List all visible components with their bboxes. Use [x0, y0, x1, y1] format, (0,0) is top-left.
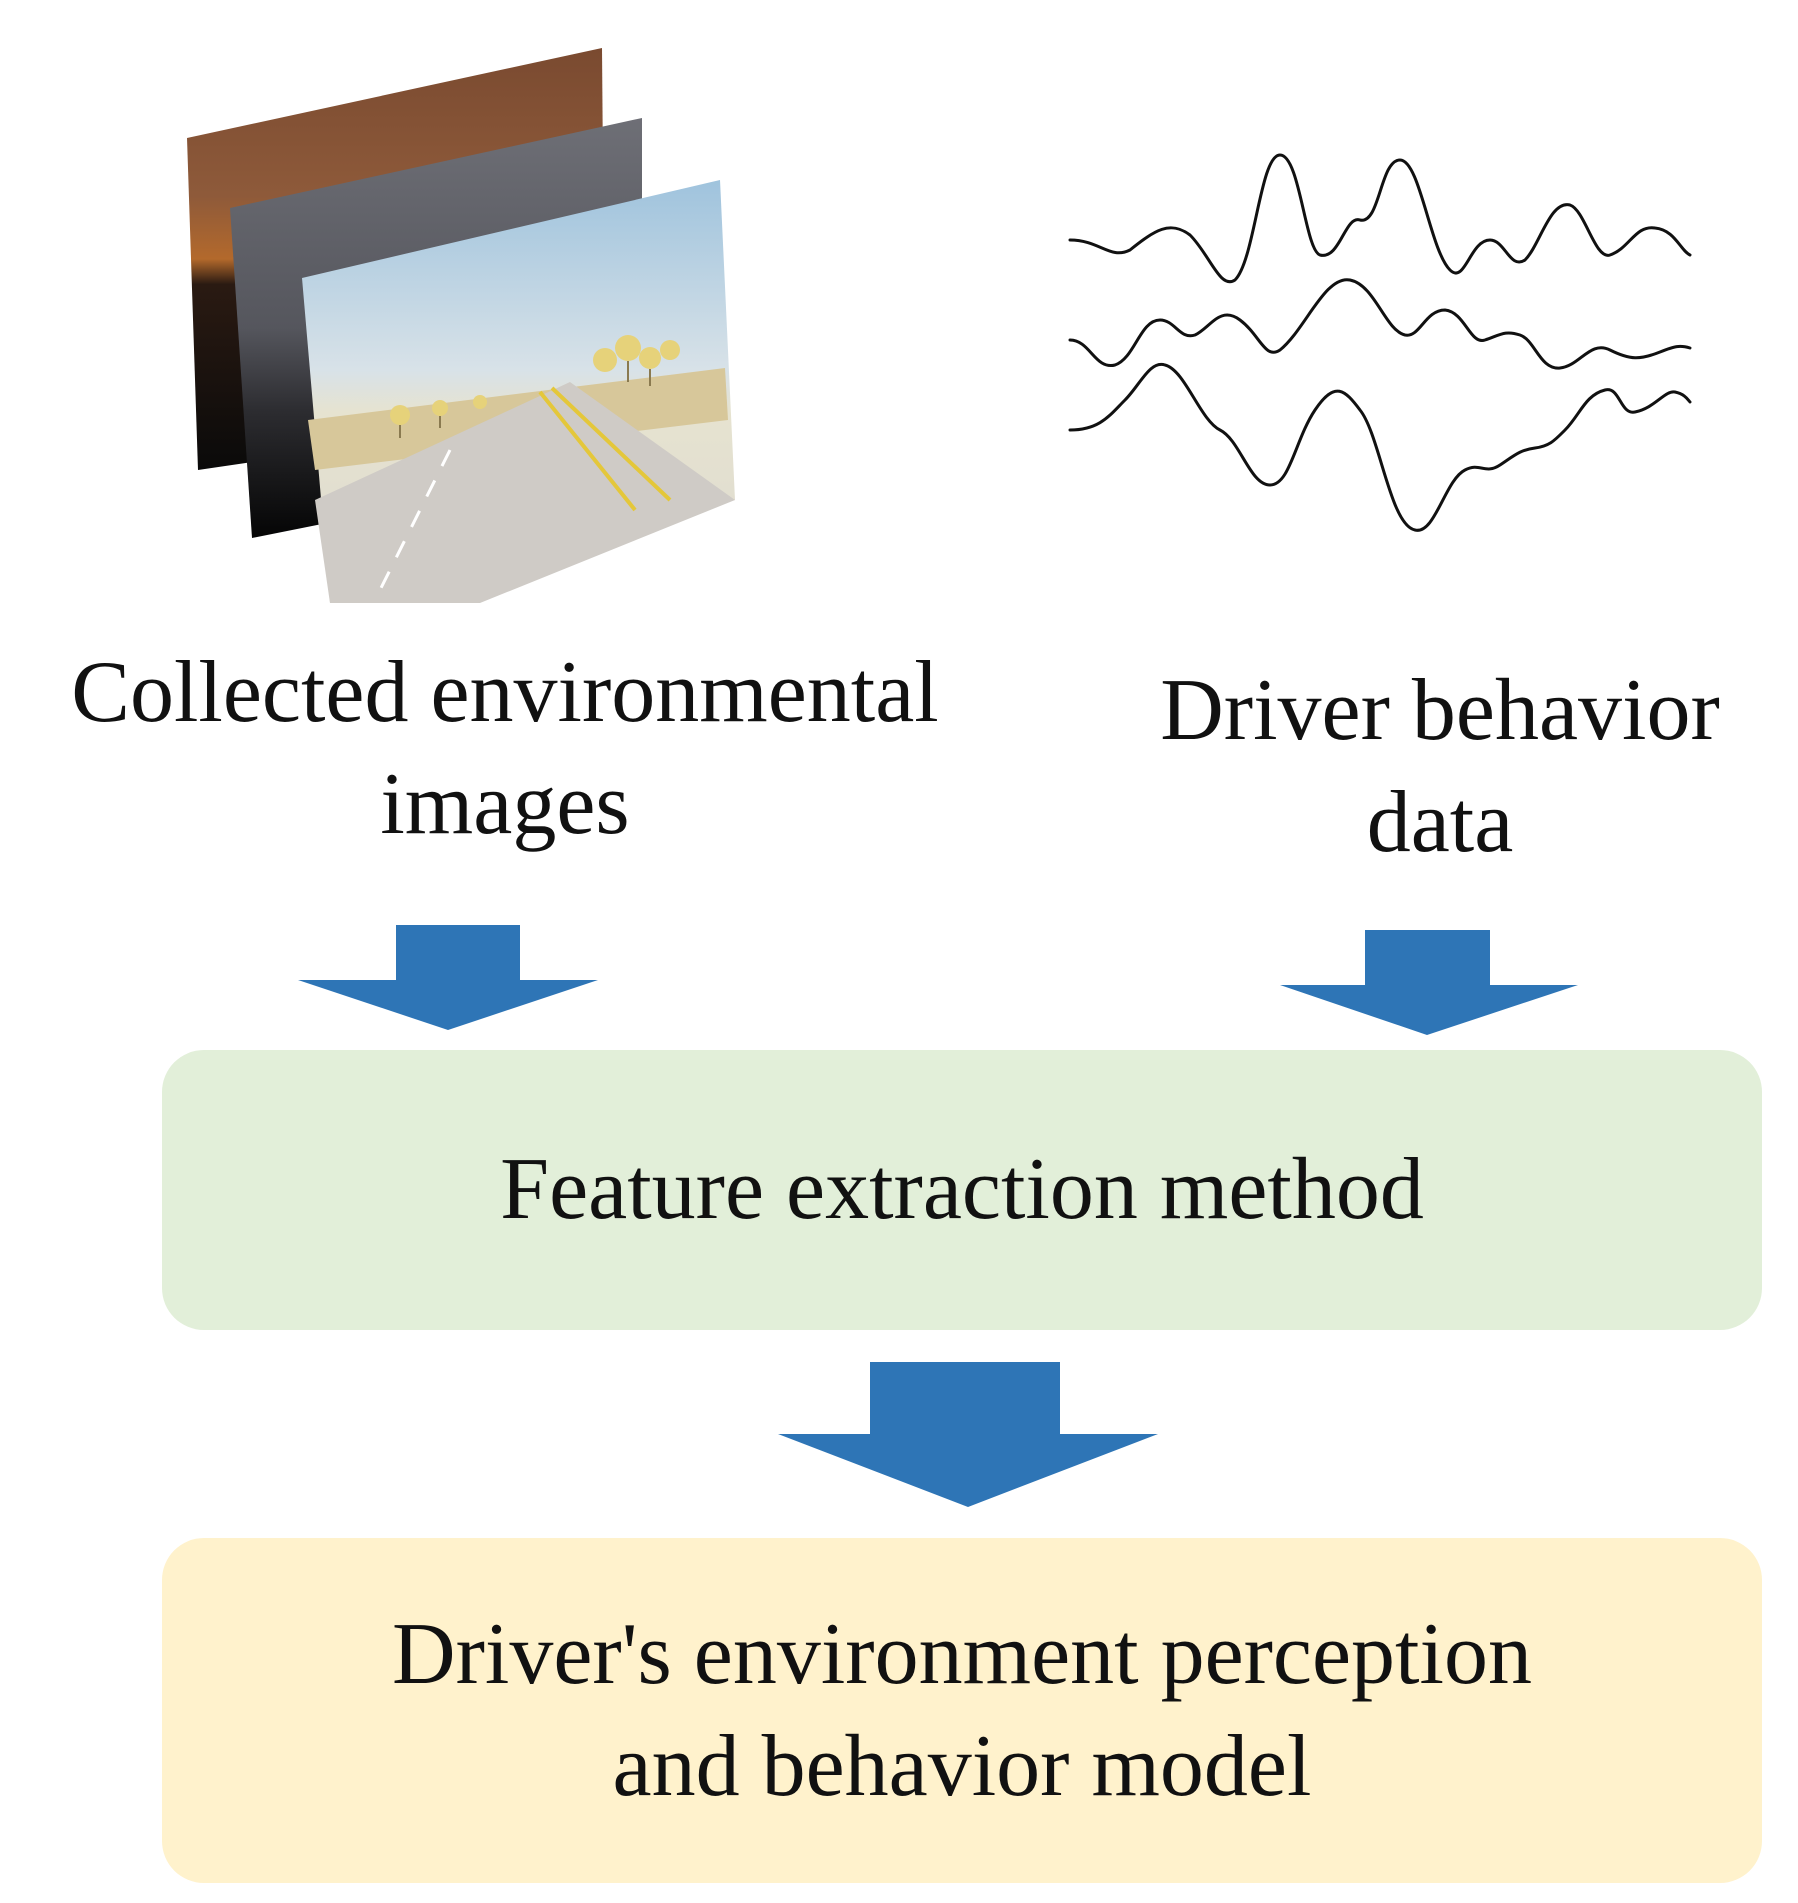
waveform-line-1 — [1068, 153, 1692, 284]
environment-images-caption-line-1: Collected environmental — [71, 644, 939, 741]
environment-images-caption-line-2: images — [380, 756, 630, 853]
feature-extraction-box: Feature extraction method — [162, 1050, 1762, 1330]
behavior-model-box: Driver's environment perception and beha… — [162, 1538, 1762, 1883]
down-arrow-left-icon — [298, 925, 598, 1030]
environment-images-caption: Collected environmental images — [0, 637, 1010, 861]
feature-extraction-label: Feature extraction method — [500, 1141, 1424, 1238]
environment-images-illustration — [150, 30, 770, 630]
behavior-model-label-line-2: and behavior model — [612, 1717, 1312, 1815]
driver-behavior-caption-line-2: data — [1366, 774, 1514, 871]
driver-behavior-caption: Driver behavior data — [1090, 655, 1790, 879]
driver-signal-waveform-icon — [1060, 130, 1700, 560]
waveform-line-2 — [1068, 278, 1692, 370]
waveform-line-3 — [1068, 362, 1692, 532]
driver-behavior-caption-line-1: Driver behavior — [1160, 662, 1720, 759]
behavior-model-label: Driver's environment perception and beha… — [392, 1599, 1532, 1823]
down-arrow-center-icon — [778, 1362, 1158, 1507]
behavior-model-label-line-1: Driver's environment perception — [392, 1605, 1532, 1703]
down-arrow-right-icon — [1280, 930, 1578, 1035]
